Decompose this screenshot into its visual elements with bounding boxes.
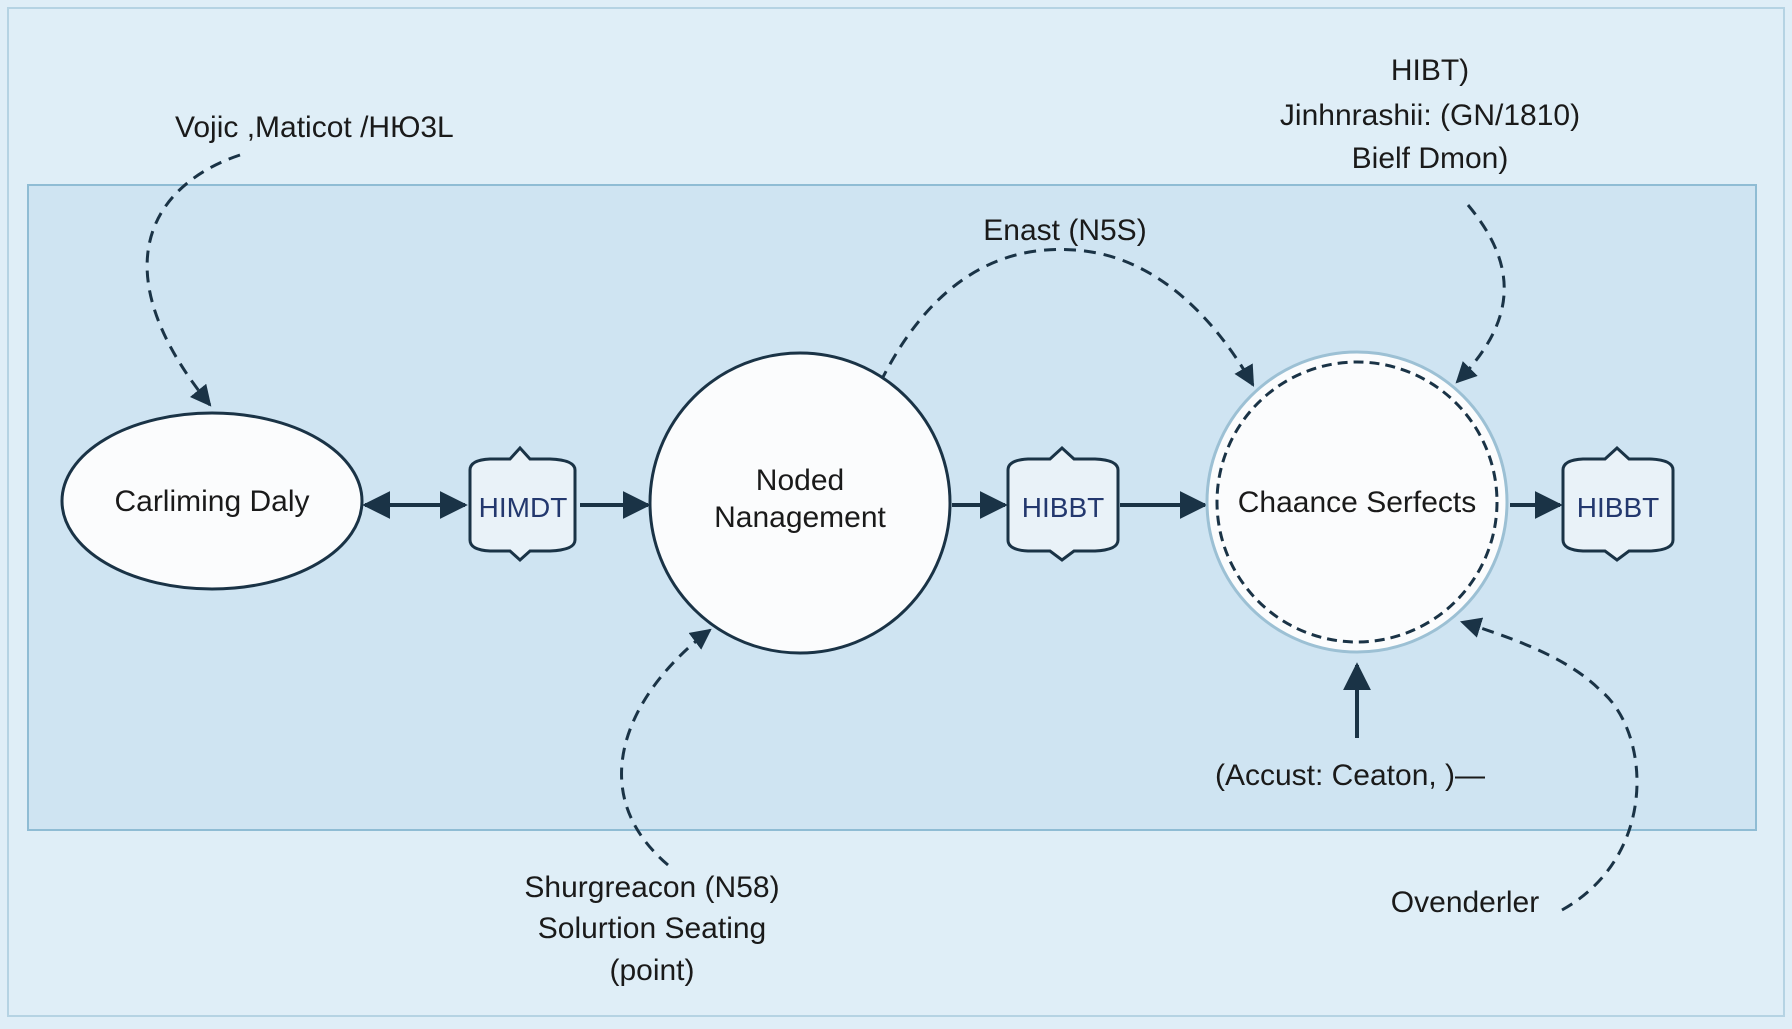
annotation-bottom-left-line1: Shurgreacon (N58) [524, 871, 779, 904]
node-chaance-label: Chaance Serfects [1238, 486, 1476, 519]
node-chaance-serfects[interactable]: Chaance Serfects [1205, 350, 1509, 654]
annotation-bottom-left-line3: (point) [609, 954, 694, 987]
node-noded-line1: Noded [756, 464, 844, 497]
annotation-top-right-line2: Jinhnrashii: (GN/1810) [1280, 99, 1580, 132]
node-noded-nanagement[interactable]: Noded Nanagement [648, 351, 952, 655]
annotation-top-right-line1: HIBT) [1391, 54, 1469, 87]
store-3-label: HIBBT [1577, 492, 1659, 523]
data-store-3[interactable]: HIBBT [1561, 445, 1675, 562]
annotation-top-right-line3: Bielf Dmon) [1352, 142, 1509, 175]
dashed-arrow-bottom [620, 628, 712, 867]
data-store-2[interactable]: HIBBT [1006, 445, 1120, 562]
store-1-label: HIMDT [479, 492, 568, 523]
store-2-label: HIBBT [1022, 492, 1104, 523]
node-carliming-label: Carliming Daly [114, 485, 309, 518]
dashed-arrow-ovenderler [1459, 617, 1639, 912]
annotation-ovenderler: Ovenderler [1391, 886, 1539, 919]
dashed-arrow-topright [1455, 204, 1506, 384]
annotation-bottom-left-line2: Solurtion Seating [538, 912, 767, 945]
annotation-accust: (Accust: Ceaton, )— [1215, 759, 1485, 792]
node-noded-line2: Nanagement [714, 501, 886, 534]
data-store-1[interactable]: HIMDT [468, 445, 577, 563]
annotation-enast: Enast (N5S) [983, 214, 1146, 247]
annotation-top-left: Vojic ,Maticot /HЮ3L [175, 111, 454, 144]
node-carliming-daly[interactable]: Carliming Daly [60, 411, 364, 591]
dashed-arrow-topleft [145, 153, 241, 407]
dashed-arrow-enast [870, 247, 1255, 401]
